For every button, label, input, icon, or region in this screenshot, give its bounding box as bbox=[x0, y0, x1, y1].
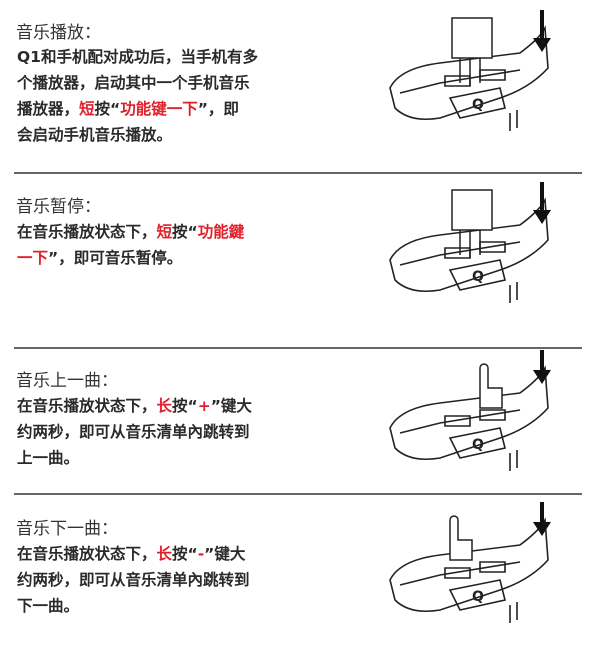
arrow-down-icon bbox=[533, 182, 551, 224]
body-line: 上一曲。 bbox=[17, 445, 252, 471]
divider bbox=[14, 172, 582, 174]
section-title: 音乐播放： bbox=[16, 23, 101, 43]
body-text: 约两秒，即可从音乐清单內跳转到 bbox=[17, 423, 250, 441]
body-text: 按“ bbox=[172, 397, 198, 415]
body-line: 会启动手机音乐播放。 bbox=[17, 122, 258, 148]
svg-text:Q: Q bbox=[472, 589, 484, 605]
device-illustration: Q bbox=[380, 180, 560, 310]
body-line: 约两秒，即可从音乐清单內跳转到 bbox=[17, 419, 252, 445]
body-text: 按“ bbox=[172, 223, 198, 241]
highlight-text: 功能鍵 bbox=[197, 223, 245, 241]
highlight-text: 长 bbox=[156, 545, 173, 563]
body-text: 在音乐播放状态下， bbox=[17, 223, 157, 241]
arrow-down-icon bbox=[533, 10, 551, 52]
section-body: 在音乐播放状态下，长按“-”键大约两秒，即可从音乐清单內跳转到下一曲。 bbox=[17, 541, 250, 619]
headset-device: Q bbox=[389, 517, 549, 623]
section-body: 在音乐播放状态下，短按“功能鍵一下”，即可音乐暂停。 bbox=[17, 219, 244, 271]
device-illustration: Q bbox=[380, 8, 560, 138]
body-text: 在音乐播放状态下， bbox=[17, 545, 157, 563]
highlight-text: 长 bbox=[156, 397, 173, 415]
body-text: 约两秒，即可从音乐清单內跳转到 bbox=[17, 571, 250, 589]
arrow-down-icon bbox=[533, 350, 551, 384]
body-text: 按“ bbox=[94, 100, 121, 118]
body-text: ”，即 bbox=[197, 100, 239, 118]
highlight-text: - bbox=[197, 545, 205, 563]
svg-text:Q: Q bbox=[472, 97, 484, 113]
body-text: Q1和手机配对成功后，当手机有多 bbox=[17, 48, 258, 66]
device-illustration: Q bbox=[380, 500, 560, 630]
arrow-down-icon bbox=[533, 502, 551, 536]
section-music-play: 音乐播放： Q1和手机配对成功后，当手机有多个播放器，启动其中一个手机音乐播放器… bbox=[0, 0, 605, 172]
section-body: Q1和手机配对成功后，当手机有多个播放器，启动其中一个手机音乐播放器，短按“功能… bbox=[17, 44, 258, 148]
body-line: 播放器，短按“功能键一下”，即 bbox=[17, 96, 258, 122]
section-title: 音乐下一曲： bbox=[16, 519, 118, 539]
body-line: 在音乐播放状态下，长按“+”键大 bbox=[17, 393, 252, 419]
body-text: ”，即可音乐暂停。 bbox=[48, 249, 183, 267]
hand-icon bbox=[451, 17, 493, 86]
body-text: 上一曲。 bbox=[17, 449, 80, 467]
body-line: 个播放器，启动其中一个手机音乐 bbox=[17, 70, 258, 96]
highlight-text: 短 bbox=[79, 100, 95, 118]
body-text: 在音乐播放状态下， bbox=[17, 397, 157, 415]
highlight-text: 短 bbox=[156, 223, 173, 241]
body-text: 播放器， bbox=[17, 100, 80, 118]
body-text: 下一曲。 bbox=[17, 597, 80, 615]
headset-device: Q bbox=[389, 365, 549, 471]
svg-text:Q: Q bbox=[472, 269, 484, 285]
highlight-text: 功能键一下 bbox=[120, 100, 198, 118]
highlight-text: 一下 bbox=[17, 249, 49, 267]
body-text: 会启动手机音乐播放。 bbox=[17, 126, 173, 144]
body-line: 下一曲。 bbox=[17, 593, 250, 619]
body-line: 一下”，即可音乐暂停。 bbox=[17, 245, 244, 271]
body-line: 在音乐播放状态下，短按“功能鍵 bbox=[17, 219, 244, 245]
pointing-finger-icon bbox=[449, 515, 473, 561]
body-line: 在音乐播放状态下，长按“-”键大 bbox=[17, 541, 250, 567]
svg-text:Q: Q bbox=[472, 437, 484, 453]
body-text: ”键大 bbox=[204, 545, 246, 563]
hand-icon bbox=[451, 189, 493, 258]
body-line: Q1和手机配对成功后，当手机有多 bbox=[17, 44, 258, 70]
highlight-text: + bbox=[197, 397, 211, 415]
divider bbox=[14, 347, 582, 349]
section-title: 音乐上一曲： bbox=[16, 371, 118, 391]
section-title: 音乐暂停： bbox=[16, 197, 101, 217]
body-text: 按“ bbox=[172, 545, 198, 563]
divider bbox=[14, 493, 582, 495]
pointing-finger-icon bbox=[479, 363, 503, 409]
body-text: ”键大 bbox=[210, 397, 252, 415]
headset-device: Q bbox=[389, 197, 549, 303]
body-line: 约两秒，即可从音乐清单內跳转到 bbox=[17, 567, 250, 593]
body-text: 个播放器，启动其中一个手机音乐 bbox=[17, 74, 250, 92]
device-illustration: Q bbox=[380, 348, 560, 478]
section-body: 在音乐播放状态下，长按“+”键大约两秒，即可从音乐清单內跳转到上一曲。 bbox=[17, 393, 252, 471]
